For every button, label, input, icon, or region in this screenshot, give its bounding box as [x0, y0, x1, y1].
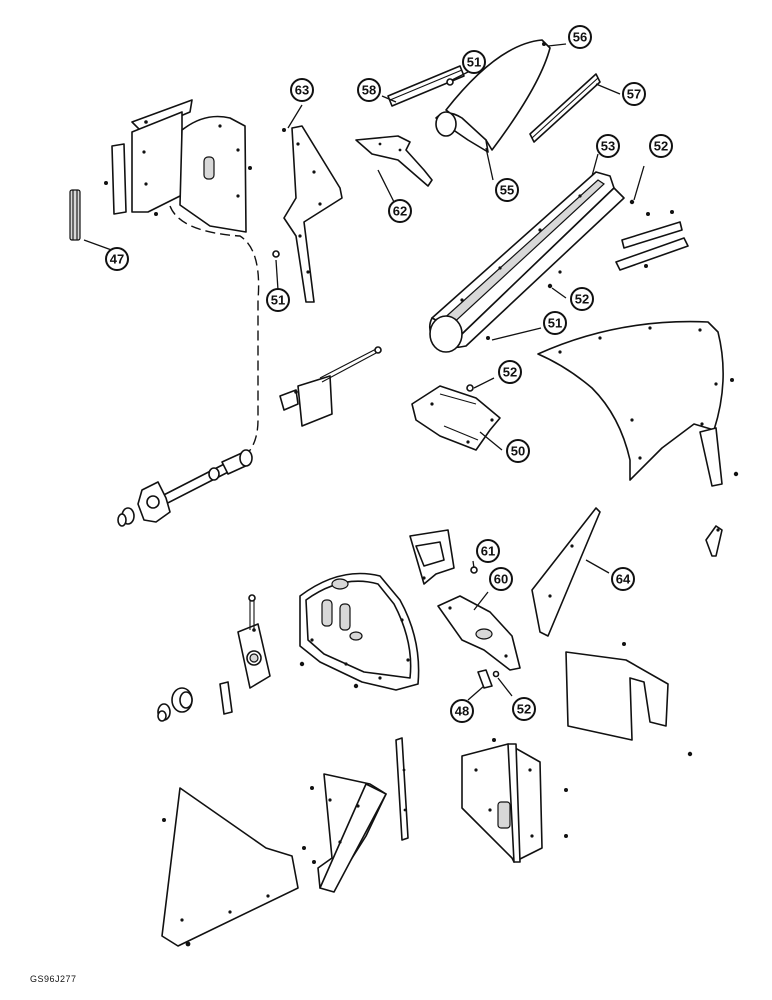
- svg-text:58: 58: [362, 83, 376, 98]
- callout-57: 57: [622, 82, 646, 106]
- bottom-middle-channel-panel: [310, 773, 387, 893]
- callout-58: 58: [357, 78, 381, 102]
- svg-text:53: 53: [601, 139, 615, 154]
- fastener-51-a: [272, 250, 280, 258]
- small-part-48: [477, 669, 500, 689]
- svg-text:52: 52: [654, 139, 668, 154]
- svg-text:63: 63: [295, 83, 309, 98]
- bottom-right-box-panel: [461, 738, 568, 863]
- fastener-51-b: [446, 78, 454, 86]
- spring-bar-47: [69, 189, 81, 241]
- svg-text:52: 52: [517, 702, 531, 717]
- svg-text:60: 60: [494, 572, 508, 587]
- svg-text:51: 51: [548, 316, 562, 331]
- trough-53: [428, 171, 625, 353]
- small-strips: [547, 199, 689, 289]
- fan-plate: [299, 572, 420, 691]
- callout-63: 63: [290, 78, 314, 102]
- upper-left-side-panel: [104, 99, 252, 233]
- vertical-strip: [395, 737, 409, 841]
- svg-text:50: 50: [511, 444, 525, 459]
- panel-64: [531, 507, 601, 637]
- curved-strip-62: [355, 135, 433, 187]
- bracket-near-61: [409, 529, 478, 585]
- svg-text:51: 51: [467, 55, 481, 70]
- l-shaped-panel: [565, 642, 693, 757]
- strip-58: [387, 65, 465, 107]
- shaft-alignment-line: [169, 205, 260, 461]
- callout-52-plate: 52: [498, 360, 522, 384]
- svg-text:62: 62: [393, 204, 407, 219]
- svg-text:61: 61: [481, 544, 495, 559]
- callout-62: 62: [388, 199, 412, 223]
- callout-61: 61: [476, 539, 500, 563]
- bearing-plate-with-bolt: [157, 594, 271, 722]
- svg-text:48: 48: [455, 704, 469, 719]
- svg-text:47: 47: [110, 252, 124, 267]
- callout-56: 56: [568, 25, 592, 49]
- svg-text:57: 57: [627, 87, 641, 102]
- callout-51-left: 51: [266, 288, 290, 312]
- small-bracket-right: [705, 525, 723, 557]
- bottom-left-triangular-panel: [161, 787, 306, 947]
- svg-text:55: 55: [500, 183, 514, 198]
- callout-48: 48: [450, 699, 474, 723]
- callout-60: 60: [489, 567, 513, 591]
- callout-51-top: 51: [462, 50, 486, 74]
- figure-code: GS96J277: [30, 974, 77, 984]
- svg-text:51: 51: [271, 293, 285, 308]
- strip-57: [529, 73, 601, 143]
- callout-51-mid: 51: [543, 311, 567, 335]
- cover-56: [435, 39, 551, 153]
- svg-text:64: 64: [616, 572, 631, 587]
- callout-55: 55: [495, 178, 519, 202]
- svg-text:52: 52: [503, 365, 517, 380]
- leader-lines: [83, 43, 645, 701]
- shaft-with-sprocket: [117, 449, 253, 527]
- svg-text:56: 56: [573, 30, 587, 45]
- plate-50: [411, 384, 501, 451]
- plate-60: [437, 595, 521, 671]
- callout-52-mid: 52: [570, 287, 594, 311]
- large-curved-panel: [537, 320, 739, 487]
- svg-text:52: 52: [575, 292, 589, 307]
- callout-50: 50: [506, 439, 530, 463]
- bracket-with-bolt: [279, 346, 382, 427]
- callout-52-bottom: 52: [512, 697, 536, 721]
- panel-63: [282, 125, 343, 303]
- callout-52-right: 52: [649, 134, 673, 158]
- callout-47: 47: [105, 247, 129, 271]
- callout-53: 53: [596, 134, 620, 158]
- callout-64: 64: [611, 567, 635, 591]
